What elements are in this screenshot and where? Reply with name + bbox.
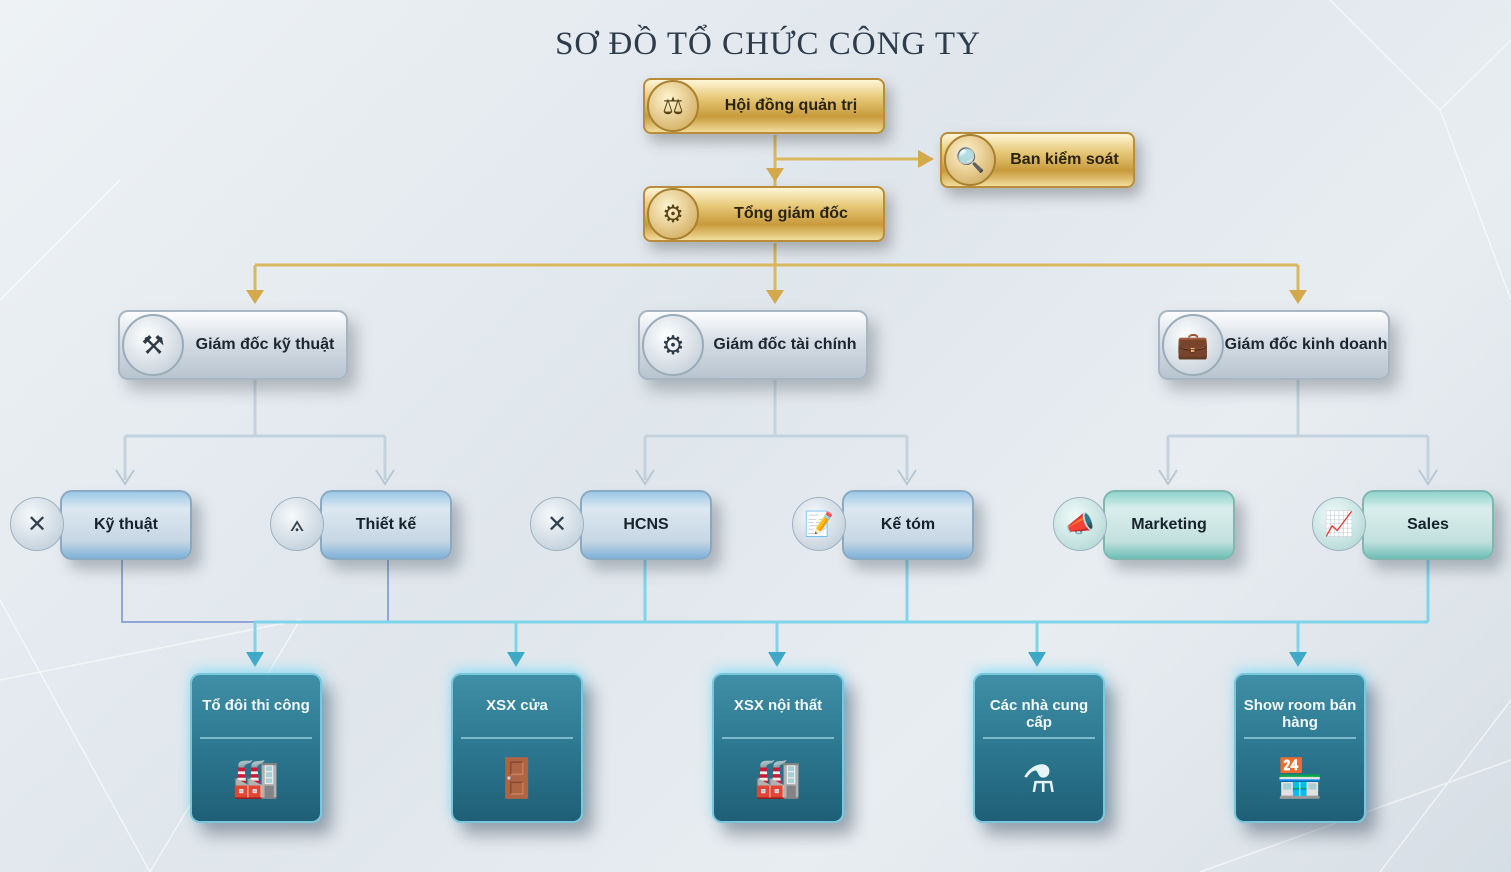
dept-marketing[interactable]: Marketing — [1103, 490, 1235, 560]
store-icon: 🏪 — [1276, 758, 1324, 800]
unit-label: XSX nội thất — [733, 697, 823, 714]
divider — [1244, 737, 1356, 739]
ceo-node[interactable]: ⚙ Tổng giám đốc — [643, 186, 885, 242]
finance-gear-icon: ⚙ — [642, 314, 704, 376]
factory-icon: 🏭 — [754, 758, 802, 800]
unit-label: Tổ đôi thi công — [202, 697, 310, 714]
divider — [722, 737, 834, 739]
dept-label: Kế tóm — [880, 516, 936, 533]
director-label: Giám đốc kinh doanh — [1224, 336, 1388, 353]
door-icon: 🚪 — [493, 758, 541, 800]
unit-xsx-cua[interactable]: XSX cửa 🚪 — [451, 673, 583, 823]
ceo-label: Tổng giám đốc — [734, 205, 848, 222]
dept-label: Sales — [1407, 516, 1449, 533]
board-label: Hội đồng quản trị — [724, 97, 858, 114]
unit-label: Show room bán hàng — [1243, 697, 1357, 731]
divider — [983, 737, 1095, 739]
gavel-icon: ⚒ — [122, 314, 184, 376]
dept-ky-thuat[interactable]: Kỹ thuật — [60, 490, 192, 560]
dept-label: HCNS — [623, 516, 669, 533]
director-finance[interactable]: ⚙ Giám đốc tài chính — [638, 310, 868, 380]
tools-icon: ✕ — [530, 497, 584, 551]
gavel-icon: ⚖ — [647, 80, 699, 132]
director-business[interactable]: 💼 Giám đốc kinh doanh — [1158, 310, 1390, 380]
document-icon: 📝 — [792, 497, 846, 551]
divider — [461, 737, 573, 739]
page-title: SƠ ĐỒ TỔ CHỨC CÔNG TY — [555, 26, 981, 62]
compass-icon: ⟑ — [270, 497, 324, 551]
dept-label: Kỹ thuật — [94, 516, 158, 533]
dept-sales[interactable]: Sales — [1362, 490, 1494, 560]
unit-suppliers[interactable]: Các nhà cung cấp ⚗ — [973, 673, 1105, 823]
dept-thiet-ke[interactable]: Thiết kế — [320, 490, 452, 560]
dept-label: Thiết kế — [355, 516, 417, 533]
unit-to-doi-thi-cong[interactable]: Tổ đôi thi công 🏭 — [190, 673, 322, 823]
magnifier-icon: 🔍 — [944, 134, 996, 186]
chart-icon: 📈 — [1312, 497, 1366, 551]
supplier-icon: ⚗ — [1021, 759, 1057, 801]
unit-showroom[interactable]: Show room bán hàng 🏪 — [1234, 673, 1366, 823]
factory-icon: 🏭 — [232, 758, 280, 800]
briefcase-icon: 💼 — [1162, 314, 1224, 376]
unit-xsx-noi-that[interactable]: XSX nội thất 🏭 — [712, 673, 844, 823]
dept-label: Marketing — [1131, 516, 1207, 533]
board-node[interactable]: ⚖ Hội đồng quản trị — [643, 78, 885, 134]
director-technical[interactable]: ⚒ Giám đốc kỹ thuật — [118, 310, 348, 380]
director-label: Giám đốc tài chính — [713, 336, 857, 353]
tools-icon: ✕ — [10, 497, 64, 551]
gear-icon: ⚙ — [647, 188, 699, 240]
unit-label: XSX cửa — [486, 697, 548, 714]
dept-ke-toan[interactable]: Kế tóm — [842, 490, 974, 560]
supervisory-label: Ban kiểm soát — [1010, 151, 1119, 168]
director-label: Giám đốc kỹ thuật — [195, 336, 335, 353]
divider — [200, 737, 312, 739]
megaphone-icon: 📣 — [1053, 497, 1107, 551]
supervisory-node[interactable]: 🔍 Ban kiểm soát — [940, 132, 1135, 188]
dept-hcns[interactable]: HCNS — [580, 490, 712, 560]
unit-label: Các nhà cung cấp — [989, 697, 1089, 731]
